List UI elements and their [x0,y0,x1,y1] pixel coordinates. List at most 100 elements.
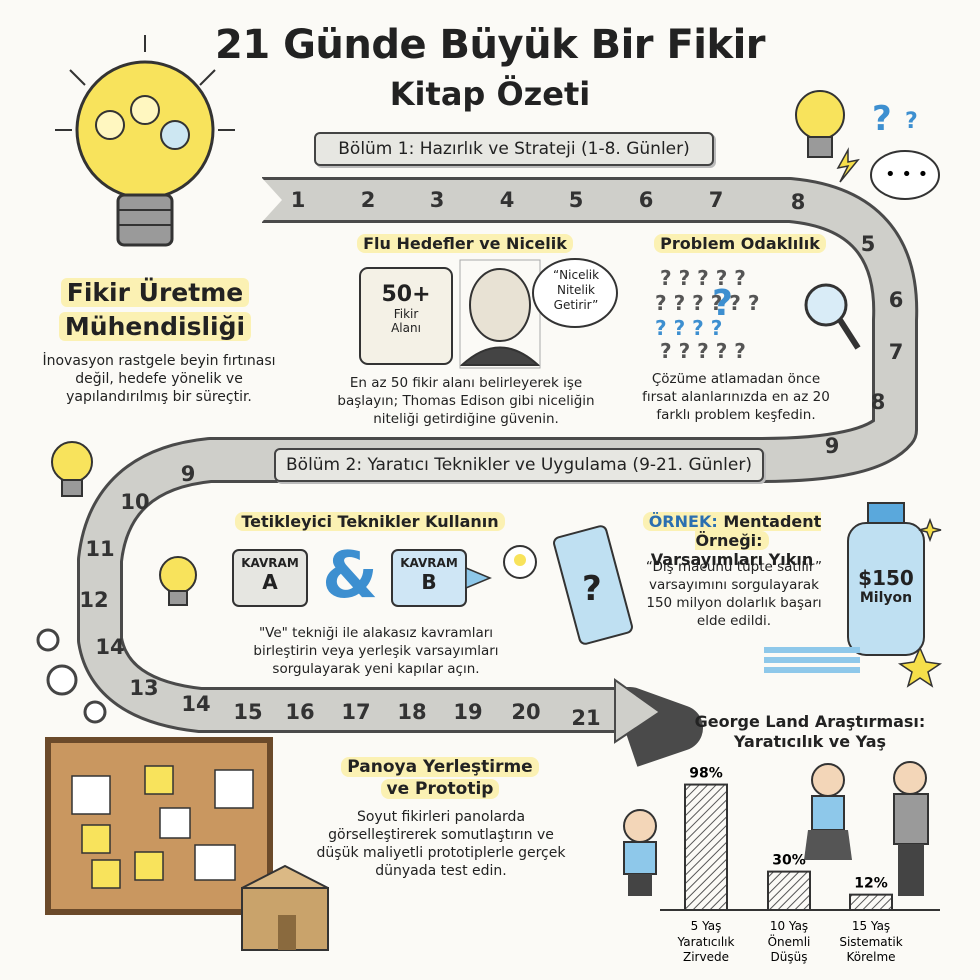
road-day-bottom-16: 16 [285,700,315,724]
chart-category-label-2: 10 Yaş [770,919,808,933]
road-day-right-6: 6 [888,288,904,312]
road-day-top-3: 3 [429,188,445,212]
road-day-bottom-18: 18 [397,700,427,724]
intro-title: Fikir Üretme Mühendisliği [40,276,270,344]
sparkle-icons [897,517,943,688]
edison-portrait-icon [459,259,541,369]
road-day-right-7: 7 [888,340,904,364]
scroll-label-2: Alanı [391,321,421,335]
example-text: “Diş macunu tüpte satılır” varsayımını s… [645,559,823,629]
gear-icons [36,628,107,724]
corkboard-icon [45,737,273,915]
road-day-upper-left-9: 9 [180,462,196,486]
road-day-upper-left-10: 10 [120,490,150,514]
chart-title-block: George Land Araştırması: Yaratıcılık ve … [660,712,960,752]
bottle-label: $150 Milyon [858,566,914,606]
teen-15-figure [893,761,929,896]
svg-text:?: ? [905,109,918,134]
concept-b-box [391,549,492,607]
road-day-top-1: 1 [290,188,306,212]
concept-a-box [232,549,308,607]
road-day-bottom-19: 19 [453,700,483,724]
scroll-label-1: Fikir [393,307,419,321]
board-title: Panoya Yerleştirme ve Prototip [330,756,550,800]
chart-category-note-2-1: Önemli [768,933,811,949]
problem-text: Çözüme atlamadan önce fırsat alanlarınız… [642,371,830,423]
child-10-figure [804,763,852,860]
road-day-top-6: 6 [638,188,654,212]
svg-text:? ? ? ?: ? ? ? ? [655,316,722,340]
road-day-top-8: 8 [790,190,806,214]
magnifier-icon [804,283,861,350]
road-day-left-12: 12 [79,588,109,612]
road-day-bottom-15: 15 [233,700,263,724]
scroll-content: 50+ Fikir Alanı [360,282,452,335]
road-day-bottom-21: 21 [571,706,601,730]
intro-text: İnovasyon rastgele beyin fırtınası değil… [42,353,276,405]
question-marks-icon: ? ? ? ? ? ? ? ? ? ? ? ? ? ? ? ? ? ? ? ? … [655,266,759,363]
chart-bar-3 [849,893,893,911]
trigger-bulb-icon [159,545,537,606]
road-day-bottom-14: 14 [181,692,211,716]
triggers-text: "Ve" tekniği ile alakasız kavramları bir… [253,625,499,677]
chart-value-label-2: 30% [772,853,806,869]
section1-banner: Bölüm 1: Hazırlık ve Strateji (1-8. Günl… [314,132,714,166]
triggers-title: Tetikleyici Teknikler Kullanın [220,512,520,531]
chart-category-note-1-1: Yaratıcılık [677,935,735,949]
goals-text: En az 50 fikir alanı belirleyerek işe ba… [337,375,595,427]
concept-b-label: KAVRAM B [400,556,458,594]
chart-category-label-1: 5 Yaş [691,919,722,933]
svg-text:?: ? [712,283,733,324]
road-day-bottom-17: 17 [341,700,371,724]
toothpaste-tube-icon: ? [553,525,633,645]
road-day-right-9: 9 [824,434,840,458]
chart-bar-1 [684,783,728,912]
road-day-right-5: 5 [860,232,876,256]
svg-text:• • •: • • • [885,164,928,185]
child-5-figure [623,809,657,896]
chart-value-label-3: 12% [854,876,888,892]
chart-title: George Land Araştırması: [694,712,926,731]
page-title: 21 Günde Büyük Bir Fikir [214,22,766,68]
road-day-left-14: 14 [95,635,125,659]
goals-title: Flu Hedefler ve Nicelik [350,234,580,253]
chart-category-label-3: 15 Yaş [852,919,890,933]
intro-title-line1: Fikir Üretme [60,278,250,307]
quote-bubble [532,258,618,328]
bottle-icon [847,502,925,656]
chart-category-note-2-2: Düşüş [771,950,808,964]
svg-text:? ? ? ? ?: ? ? ? ? ? [660,266,746,290]
road-day-right-8: 8 [870,390,886,414]
board-text: Soyut fikirleri panolarda görselleştirer… [316,809,566,879]
road-day-top-7: 7 [708,188,724,212]
chart-subtitle: Yaratıcılık ve Yaş [733,732,887,751]
chart-bar-2 [767,870,811,911]
chart-category-note-1-2: Zirvede [683,950,729,964]
svg-text:? ? ? ? ? ?: ? ? ? ? ? ? [655,291,759,315]
road-day-left-11: 11 [85,537,115,561]
quote-text: “Nicelik Nitelik Getirir” [552,268,600,312]
road-day-bottom-20: 20 [511,700,541,724]
intro-title-line2: Mühendisliği [58,312,252,341]
ampersand-symbol: & [322,539,378,613]
concept-a-label: KAVRAM A [241,556,299,594]
scroll-number: 50+ [381,282,431,307]
chart-category-note-3-1: Sistematik [839,935,902,949]
problem-title: Problem Odaklılık [640,234,840,253]
road-day-top-4: 4 [499,188,515,212]
left-lightbulb-icon [51,441,93,497]
road-day-left-13: 13 [129,676,159,700]
big-lightbulb-icon [55,35,235,247]
prototype-box-icon [241,864,329,951]
chart-value-label-1: 98% [689,766,723,782]
idea-scroll-icon [359,267,453,365]
section2-banner: Bölüm 2: Yaratıcı Teknikler ve Uygulama … [274,448,764,482]
svg-text:?: ? [872,99,892,139]
svg-text:? ? ? ? ?: ? ? ? ? ? [660,339,746,363]
small-lightbulb-icon: ? ? • • • [795,90,940,200]
svg-text:?: ? [582,569,602,609]
chart-category-note-3-2: Körelme [846,950,895,964]
page-subtitle: Kitap Özeti [389,75,591,113]
